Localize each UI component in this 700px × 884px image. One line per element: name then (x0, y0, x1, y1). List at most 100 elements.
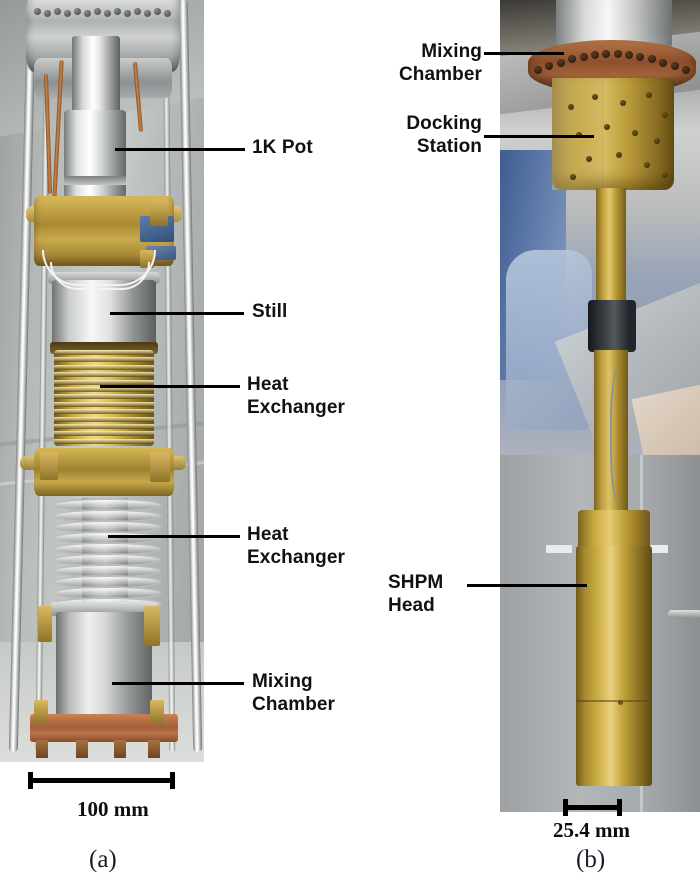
base-plate-legs (36, 740, 172, 758)
docking-hole (592, 94, 598, 100)
docking-hole (586, 156, 592, 162)
scale-bar-b-cap-right (617, 799, 622, 816)
base-plate-leg (114, 740, 126, 758)
flange-bolt (124, 10, 131, 17)
flange-bolt (602, 50, 611, 59)
label-heat-exchanger-upper: Heat Exchanger (247, 374, 346, 418)
brass-fitting (150, 200, 168, 226)
label-heat-exchanger-lower: Heat Exchanger (247, 524, 346, 568)
flange-bolt (134, 8, 141, 15)
one-k-pot-band (64, 176, 126, 185)
heat-exchanger-coil (54, 372, 154, 378)
label-docking-station: Docking Station (406, 113, 482, 157)
base-plate-leg (76, 740, 88, 758)
base-plate-leg (36, 740, 48, 758)
docking-hole (568, 104, 574, 110)
flange-bolt (104, 10, 111, 17)
side-pin (668, 610, 700, 618)
heat-exchanger-coil (54, 401, 154, 407)
docking-hole (604, 124, 610, 130)
scale-label-b: 25.4 mm (553, 818, 630, 842)
scale-label-a: 100 mm (77, 797, 149, 821)
docking-hole (632, 130, 638, 136)
docking-hole (654, 138, 660, 144)
brass-fitting (144, 606, 160, 646)
brass-fitting (38, 606, 52, 642)
cabinet-label (546, 545, 572, 553)
leader-mixing-chamber-b (484, 52, 564, 55)
flange-bolts (534, 50, 690, 74)
flange-bolt (54, 8, 61, 15)
heat-exchanger-coil (54, 364, 154, 370)
heat-exchanger-coil (54, 416, 154, 422)
docking-station-body (552, 78, 674, 190)
heat-exchanger-coil (54, 424, 154, 429)
photo-panel-b (500, 0, 700, 812)
leader-mixing-chamber-a (112, 682, 244, 685)
brass-fitting (34, 700, 48, 724)
flange-bolt (625, 51, 634, 60)
scale-bar-b-line (563, 805, 622, 810)
docking-hole (644, 162, 650, 168)
leader-heat-exchanger-2 (108, 535, 240, 538)
shpm-head-hole (618, 700, 623, 705)
docking-station-holes (558, 86, 668, 182)
flange-bolt (84, 10, 91, 17)
flange-bolt (556, 58, 565, 67)
flange-bolt (682, 66, 690, 74)
top-flange-bolts (34, 8, 172, 20)
heat-exchanger-coil (54, 379, 154, 385)
flange-bolt (64, 10, 71, 17)
flange-bolt (44, 10, 51, 17)
heat-exchanger-coil (54, 409, 154, 415)
shpm-head-body (576, 546, 652, 786)
heat-exchanger-upper (54, 350, 154, 446)
flange-bolt (154, 8, 161, 15)
docking-hole (662, 112, 668, 118)
flange-bolt (647, 55, 656, 64)
scale-bar-a-cap-right (170, 772, 175, 789)
mixing-chamber-body (56, 612, 152, 716)
leader-still (110, 312, 244, 315)
base-plate-leg (148, 740, 160, 758)
brass-fitting (40, 452, 58, 480)
panel-letter-a: (a) (89, 846, 117, 873)
heat-exchanger-coil (54, 387, 154, 392)
flange-bolt (590, 51, 599, 60)
cabinet-label (650, 545, 668, 553)
heat-exchanger-coil (54, 357, 154, 363)
label-shpm-head: SHPM Head (388, 572, 444, 616)
leader-shpm-head (467, 584, 587, 587)
leader-docking-station (484, 135, 594, 138)
shpm-head-seam (576, 700, 652, 702)
flange-bolt (636, 52, 645, 61)
heat-exchanger-coil (54, 431, 154, 437)
flange-bolt (670, 62, 679, 71)
brass-shaft-upper (596, 188, 626, 300)
shpm-head-top (578, 510, 650, 550)
scale-bar-b-cap-left (563, 799, 568, 816)
flange-bolt (545, 62, 554, 71)
flange-bolt (659, 58, 668, 67)
flange-bolt (164, 10, 171, 17)
flange-bolt (114, 8, 121, 15)
label-mixing-chamber-b: Mixing Chamber (398, 41, 482, 85)
photo-panel-a (0, 0, 204, 762)
scale-bar-a-line (28, 778, 175, 783)
leader-heat-exchanger-1 (100, 385, 240, 388)
flange-bolt (34, 8, 41, 15)
heat-exchanger-coil (54, 394, 154, 400)
heat-exchanger-coil (54, 350, 154, 355)
heat-exchanger-lower (52, 498, 162, 611)
flange-bolt (613, 50, 622, 59)
label-still: Still (252, 301, 288, 322)
docking-hole (616, 152, 622, 158)
wire-loop (50, 262, 150, 290)
docking-hole (570, 174, 576, 180)
black-collar (588, 300, 636, 352)
wire-wrap (610, 360, 640, 510)
brass-fitting (150, 700, 164, 724)
flange-bolt (534, 66, 542, 74)
flange-bolt (74, 8, 81, 15)
